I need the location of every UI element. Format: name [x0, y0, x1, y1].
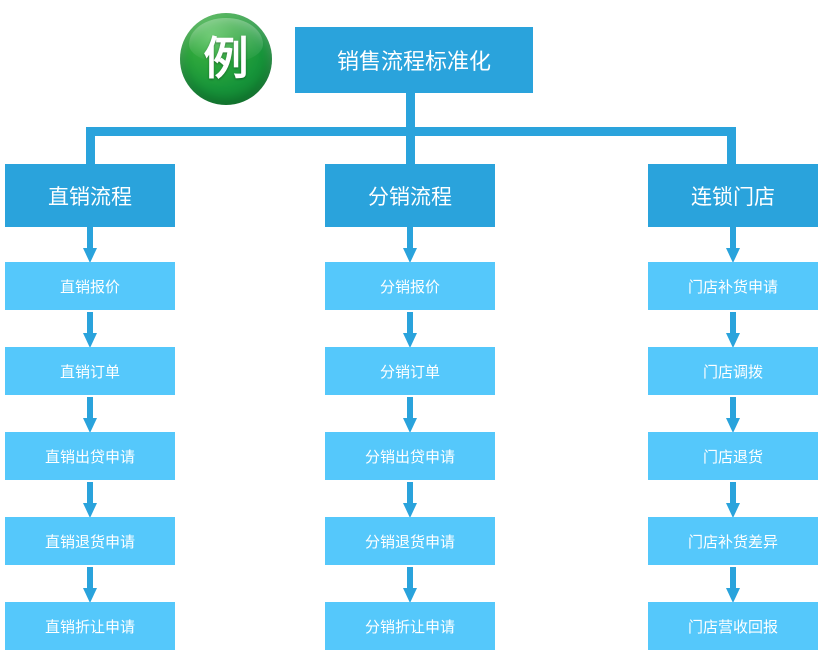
connector-root-stem: [406, 93, 415, 131]
branch-header-1-label: 直销流程: [48, 184, 132, 209]
branch-1-step-3-label: 直销出贷申请: [44, 447, 135, 466]
branch-3-step-2[interactable]: 门店调拨: [648, 347, 818, 395]
arrow-branch-3-step-1: [722, 227, 744, 264]
branch-header-3-label: 连锁门店: [691, 184, 775, 209]
branch-3-step-1-label: 门店补货申请: [687, 277, 778, 296]
branch-header-2[interactable]: 分销流程: [325, 164, 495, 227]
root-node-label: 销售流程标准化: [336, 50, 491, 75]
branch-2-step-4[interactable]: 分销退货申请: [325, 517, 495, 565]
branch-1-step-1-label: 直销报价: [59, 277, 120, 296]
connector-drop-branch-2: [406, 127, 415, 164]
arrow-branch-2-step-4: [399, 482, 421, 519]
branch-header-3[interactable]: 连锁门店: [648, 164, 818, 227]
connector-drop-branch-3: [727, 127, 736, 164]
branch-2-step-3[interactable]: 分销出贷申请: [325, 432, 495, 480]
arrow-branch-3-step-2: [722, 312, 744, 349]
arrow-branch-2-step-5: [399, 567, 421, 604]
arrow-branch-3-step-5: [722, 567, 744, 604]
branch-3-step-5[interactable]: 门店营收回报: [648, 602, 818, 650]
branch-1-step-3[interactable]: 直销出贷申请: [5, 432, 175, 480]
branch-1-step-2-label: 直销订单: [59, 362, 120, 381]
branch-2-step-3-label: 分销出贷申请: [364, 447, 455, 466]
example-badge-label: 例: [203, 31, 249, 85]
connector-drop-branch-1: [86, 127, 95, 164]
arrow-branch-1-step-4: [79, 482, 101, 519]
branch-2-step-4-label: 分销退货申请: [364, 532, 455, 551]
branch-2-step-2-label: 分销订单: [379, 362, 440, 381]
branch-1-step-5-label: 直销折让申请: [44, 617, 135, 636]
branch-3-step-4[interactable]: 门店补货差异: [648, 517, 818, 565]
branch-3-step-1[interactable]: 门店补货申请: [648, 262, 818, 310]
branch-2-step-1-label: 分销报价: [379, 277, 440, 296]
arrow-branch-1-step-3: [79, 397, 101, 434]
branch-3-step-5-label: 门店营收回报: [687, 617, 778, 636]
arrow-branch-1-step-2: [79, 312, 101, 349]
arrow-branch-2-step-2: [399, 312, 421, 349]
branch-1-step-5[interactable]: 直销折让申请: [5, 602, 175, 650]
branch-1-step-1[interactable]: 直销报价: [5, 262, 175, 310]
branch-2-step-1[interactable]: 分销报价: [325, 262, 495, 310]
branch-3-step-3-label: 门店退货: [702, 447, 763, 466]
branch-2-step-5-label: 分销折让申请: [364, 617, 455, 636]
example-badge-icon: 例: [180, 13, 272, 105]
arrow-branch-1-step-1: [79, 227, 101, 264]
branch-3-step-3[interactable]: 门店退货: [648, 432, 818, 480]
branch-3-step-4-label: 门店补货差异: [687, 532, 778, 551]
arrow-branch-2-step-3: [399, 397, 421, 434]
branch-2-step-5[interactable]: 分销折让申请: [325, 602, 495, 650]
arrow-branch-3-step-3: [722, 397, 744, 434]
branch-header-2-label: 分销流程: [368, 184, 452, 209]
branch-1-step-4-label: 直销退货申请: [44, 532, 135, 551]
branch-header-1[interactable]: 直销流程: [5, 164, 175, 227]
branch-1-step-2[interactable]: 直销订单: [5, 347, 175, 395]
branch-1-step-4[interactable]: 直销退货申请: [5, 517, 175, 565]
root-node-sales-process-standardization[interactable]: 销售流程标准化: [295, 27, 533, 93]
branch-2-step-2[interactable]: 分销订单: [325, 347, 495, 395]
arrow-branch-2-step-1: [399, 227, 421, 264]
branch-3-step-2-label: 门店调拨: [702, 362, 763, 381]
arrow-branch-1-step-5: [79, 567, 101, 604]
arrow-branch-3-step-4: [722, 482, 744, 519]
